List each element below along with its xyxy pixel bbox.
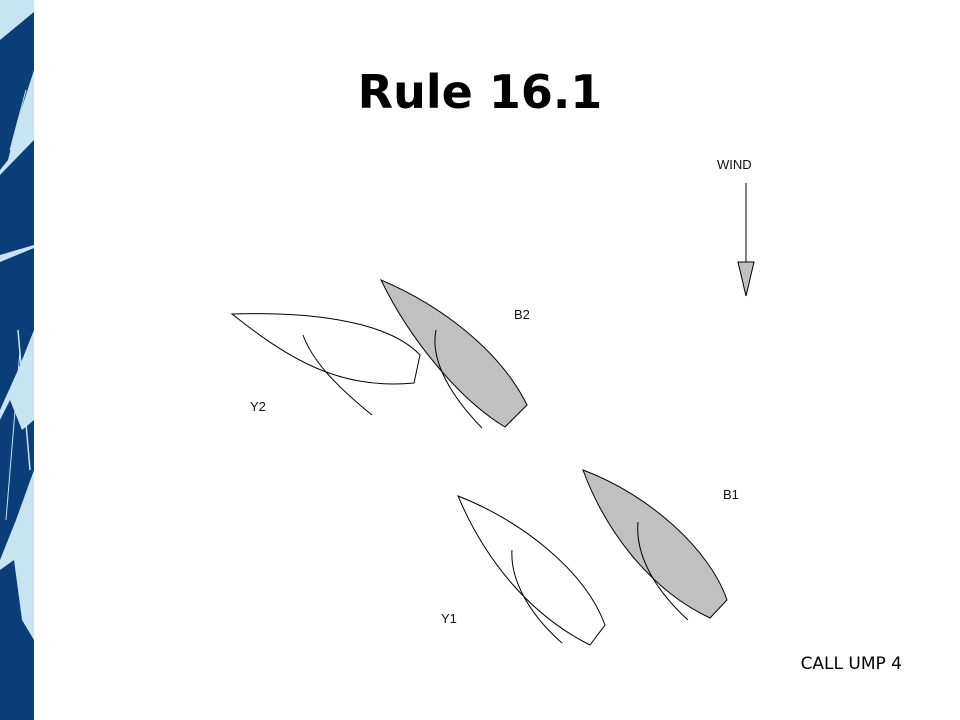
boat-b1-boom	[637, 521, 689, 621]
boat-y2: Y2	[230, 313, 421, 416]
boat-b2: B2	[379, 279, 530, 429]
boat-b1: B1	[582, 469, 739, 621]
boat-y1-hull	[457, 495, 606, 646]
boat-y2-hull	[230, 313, 421, 385]
footer-label: CALL UMP 4	[800, 654, 902, 674]
boat-b2-hull	[379, 279, 528, 428]
wind-arrow-head-icon	[737, 261, 755, 297]
slide-title: Rule 16.1	[357, 65, 603, 119]
boat-y2-boom	[302, 334, 373, 416]
boat-y1-label: Y1	[441, 611, 457, 626]
boat-b1-label: B1	[723, 487, 739, 502]
boat-y2-label: Y2	[250, 399, 266, 414]
decorative-sail-strip	[0, 0, 34, 720]
boat-b2-boom	[434, 329, 483, 429]
rule-diagram: WIND Y2 B2 Y1 B1	[215, 145, 760, 660]
boat-y1: Y1	[441, 495, 606, 646]
boat-b1-hull	[582, 469, 728, 619]
boat-y1-boom	[511, 549, 563, 644]
boat-b2-label: B2	[514, 307, 530, 322]
wind-indicator: WIND	[717, 157, 755, 297]
wind-label: WIND	[717, 157, 752, 172]
